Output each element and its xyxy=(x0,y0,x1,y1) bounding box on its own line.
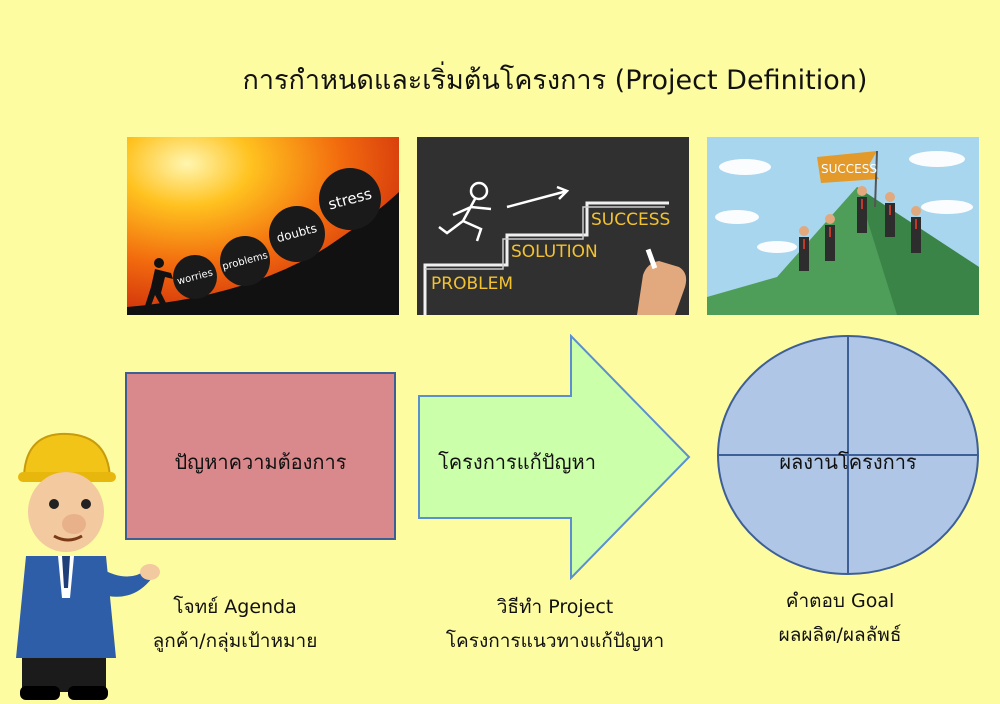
caption-agenda-line2: ลูกค้า/กลุ่มเป้าหมาย xyxy=(152,630,318,652)
project-arrow xyxy=(418,334,691,580)
hard-hat-icon xyxy=(22,432,112,480)
problem-box xyxy=(125,372,396,540)
result-circle-label: ผลงานโครงการ xyxy=(779,450,917,474)
caption-agenda: โจทย์ Agenda ลูกค้า/กลุ่มเป้าหมาย xyxy=(125,590,345,658)
mountain-success-image: SUCCESS xyxy=(707,137,979,315)
step-problem: PROBLEM xyxy=(431,274,513,294)
step-success: SUCCESS xyxy=(591,210,670,230)
stress-uphill-image: worries problems doubts stress xyxy=(127,137,399,315)
chalkboard-steps-image: PROBLEM SOLUTION SUCCESS xyxy=(417,137,689,315)
problem-box-label: ปัญหาความต้องการ xyxy=(174,450,347,474)
running-figure-icon xyxy=(438,181,492,242)
businessmen-icon xyxy=(799,186,921,271)
result-circle xyxy=(717,335,979,575)
step-solution: SOLUTION xyxy=(511,242,598,262)
hand-icon xyxy=(637,261,687,315)
pushing-man-icon xyxy=(144,258,173,311)
success-flag-icon xyxy=(817,151,879,183)
arrow-icon xyxy=(506,185,570,209)
flag-text: SUCCESS xyxy=(821,162,877,176)
caption-agenda-line1: โจทย์ Agenda xyxy=(173,596,297,618)
caption-project-line1: วิธีทำ Project xyxy=(496,596,614,618)
caption-project: วิธีทำ Project โครงการแนวทางแก้ปัญหา xyxy=(405,590,705,658)
page-title: การกำหนดและเริ่มต้นโครงการ (Project Defi… xyxy=(242,65,868,96)
caption-project-line2: โครงการแนวทางแก้ปัญหา xyxy=(445,630,665,652)
caption-goal: คำตอบ Goal ผลผลิต/ผลลัพธ์ xyxy=(740,584,940,652)
project-arrow-label: โครงการแก้ปัญหา xyxy=(438,450,596,474)
engineer-character xyxy=(0,428,160,700)
caption-goal-line1: คำตอบ Goal xyxy=(785,590,895,612)
caption-goal-line2: ผลผลิต/ผลลัพธ์ xyxy=(778,624,902,646)
